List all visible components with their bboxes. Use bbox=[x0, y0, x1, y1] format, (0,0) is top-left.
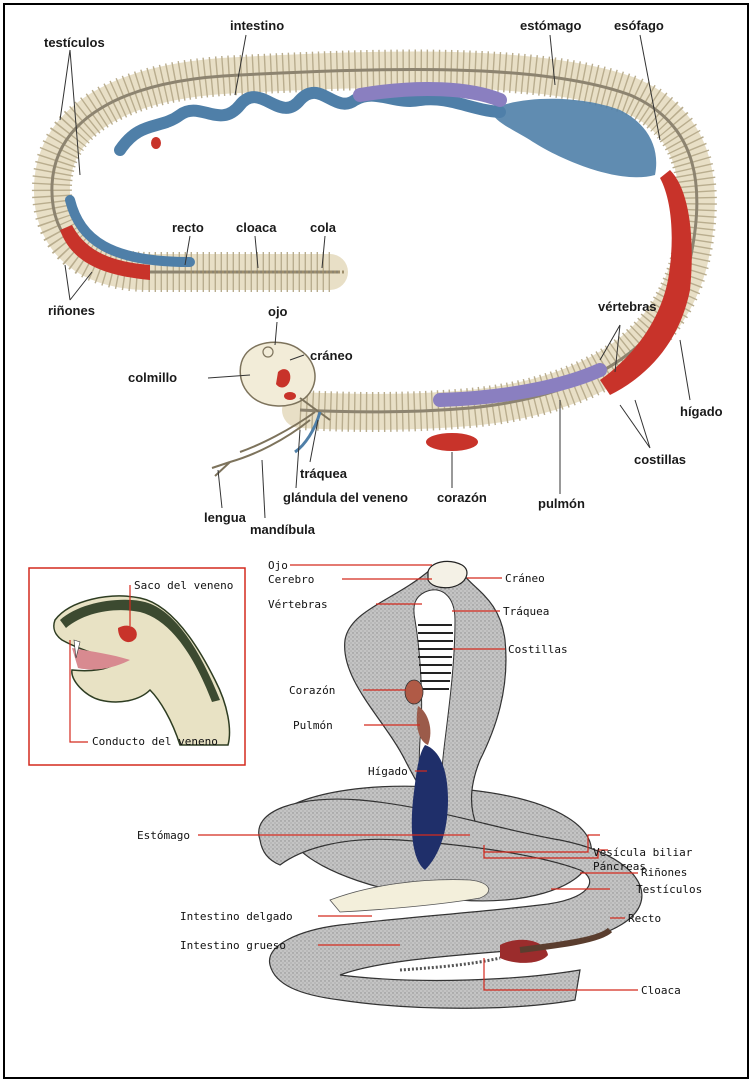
label-corazon-top: corazón bbox=[437, 490, 487, 505]
cobra-heart bbox=[405, 680, 423, 704]
label-pulmon: Pulmón bbox=[293, 719, 333, 732]
label-craneo: Cráneo bbox=[505, 572, 545, 585]
label-testiculos: Testículos bbox=[636, 883, 702, 896]
label-craneo-top: cráneo bbox=[310, 348, 353, 363]
label-corazon: Corazón bbox=[289, 684, 335, 697]
label-intestino-delgado: Intestino delgado bbox=[180, 910, 293, 923]
label-pulmon-top: pulmón bbox=[538, 496, 585, 511]
label-cloaca-top: cloaca bbox=[236, 220, 277, 235]
intestine bbox=[120, 93, 500, 150]
label-recto-top: recto bbox=[172, 220, 204, 235]
label-glandula-top: glándula del veneno bbox=[283, 490, 408, 505]
skeletal-snake bbox=[52, 70, 697, 476]
label-costillas: Costillas bbox=[508, 643, 568, 656]
label-vertebras-top: vértebras bbox=[598, 299, 657, 314]
cobra-head bbox=[428, 561, 467, 587]
label-saco-del-veneno: Saco del veneno bbox=[134, 579, 233, 592]
label-lengua-top: lengua bbox=[204, 510, 247, 525]
label-traquea: Tráquea bbox=[503, 605, 549, 618]
label-costillas-top: costillas bbox=[634, 452, 686, 467]
label-cerebro: Cerebro bbox=[268, 573, 314, 586]
cobra-anatomy bbox=[259, 561, 642, 1008]
label-rinones-top: riñones bbox=[48, 303, 95, 318]
label-mandibula-top: mandíbula bbox=[250, 522, 316, 537]
label-intestino-grueso: Intestino grueso bbox=[180, 939, 286, 952]
label-intestino-top: intestino bbox=[230, 18, 284, 33]
label-pancreas: Páncreas bbox=[593, 860, 646, 873]
label-conducto-del-veneno: Conducto del veneno bbox=[92, 735, 218, 748]
label-vesicula-biliar: Vesícula biliar bbox=[593, 846, 693, 859]
heart bbox=[426, 433, 478, 451]
label-ojo-top: ojo bbox=[268, 304, 288, 319]
label-rinones: Riñones bbox=[641, 866, 687, 879]
label-ojo: Ojo bbox=[268, 559, 288, 572]
label-cola-top: cola bbox=[310, 220, 337, 235]
label-recto: Recto bbox=[628, 912, 661, 925]
cobra-coil-front bbox=[259, 799, 642, 1008]
label-cloaca: Cloaca bbox=[641, 984, 681, 997]
label-testiculos-top: testículos bbox=[44, 35, 105, 50]
label-colmillo-top: colmillo bbox=[128, 370, 177, 385]
label-higado: Hígado bbox=[368, 765, 408, 778]
label-vertebras: Vértebras bbox=[268, 598, 328, 611]
label-esofago-top: esófago bbox=[614, 18, 664, 33]
label-estomago: Estómago bbox=[137, 829, 190, 842]
label-estomago-top: estómago bbox=[520, 18, 581, 33]
venom-inset: Saco del veneno Conducto del veneno bbox=[29, 568, 245, 765]
label-higado-top: hígado bbox=[680, 404, 723, 419]
testicle bbox=[151, 137, 161, 149]
cobra-stomach bbox=[330, 880, 489, 912]
label-traquea-top: tráquea bbox=[300, 466, 348, 481]
